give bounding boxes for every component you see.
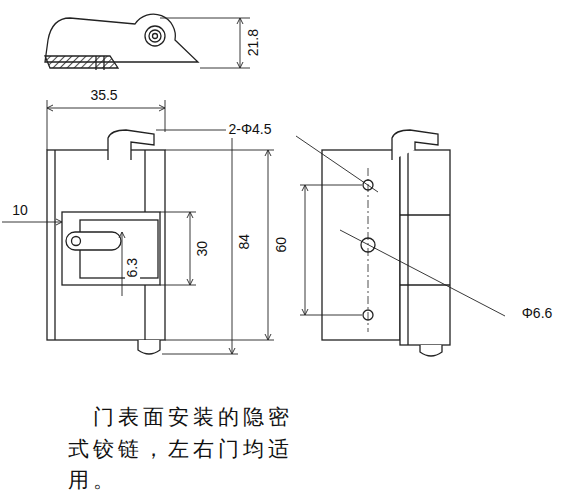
- hinge-pin: [138, 340, 160, 354]
- dimension-label: 35.5: [88, 88, 119, 103]
- hinge-pin: [420, 345, 442, 356]
- dimension-label: 60: [274, 235, 289, 255]
- hinge-profile: [45, 14, 198, 62]
- recess: [62, 212, 160, 285]
- dimension-lines: [47, 18, 250, 150]
- hinge-lever: [108, 130, 154, 160]
- dimension-label: 6.3: [125, 256, 140, 279]
- dimension-label: 21.8: [246, 27, 261, 58]
- dimension-lines: [2, 130, 274, 354]
- dimension-lines: [296, 136, 505, 316]
- slot: [66, 232, 121, 250]
- leader-line: [296, 136, 378, 192]
- hinge-plate: [47, 150, 165, 340]
- hinge-plate: [322, 150, 400, 340]
- hinge-lever: [392, 130, 438, 160]
- hatched-base: [45, 56, 118, 68]
- caption: 门表面安装的隐密式铰链，左右门均适用。: [68, 402, 300, 497]
- dimension-label: 84: [237, 232, 252, 252]
- dimension-label: 30: [195, 239, 210, 259]
- dimension-label: 10: [10, 203, 30, 218]
- leader-line: [340, 230, 505, 316]
- dimension-label: Φ6.6: [520, 306, 555, 321]
- dimension-label: 2-Φ4.5: [226, 122, 273, 137]
- hinge-knuckle: [400, 150, 450, 345]
